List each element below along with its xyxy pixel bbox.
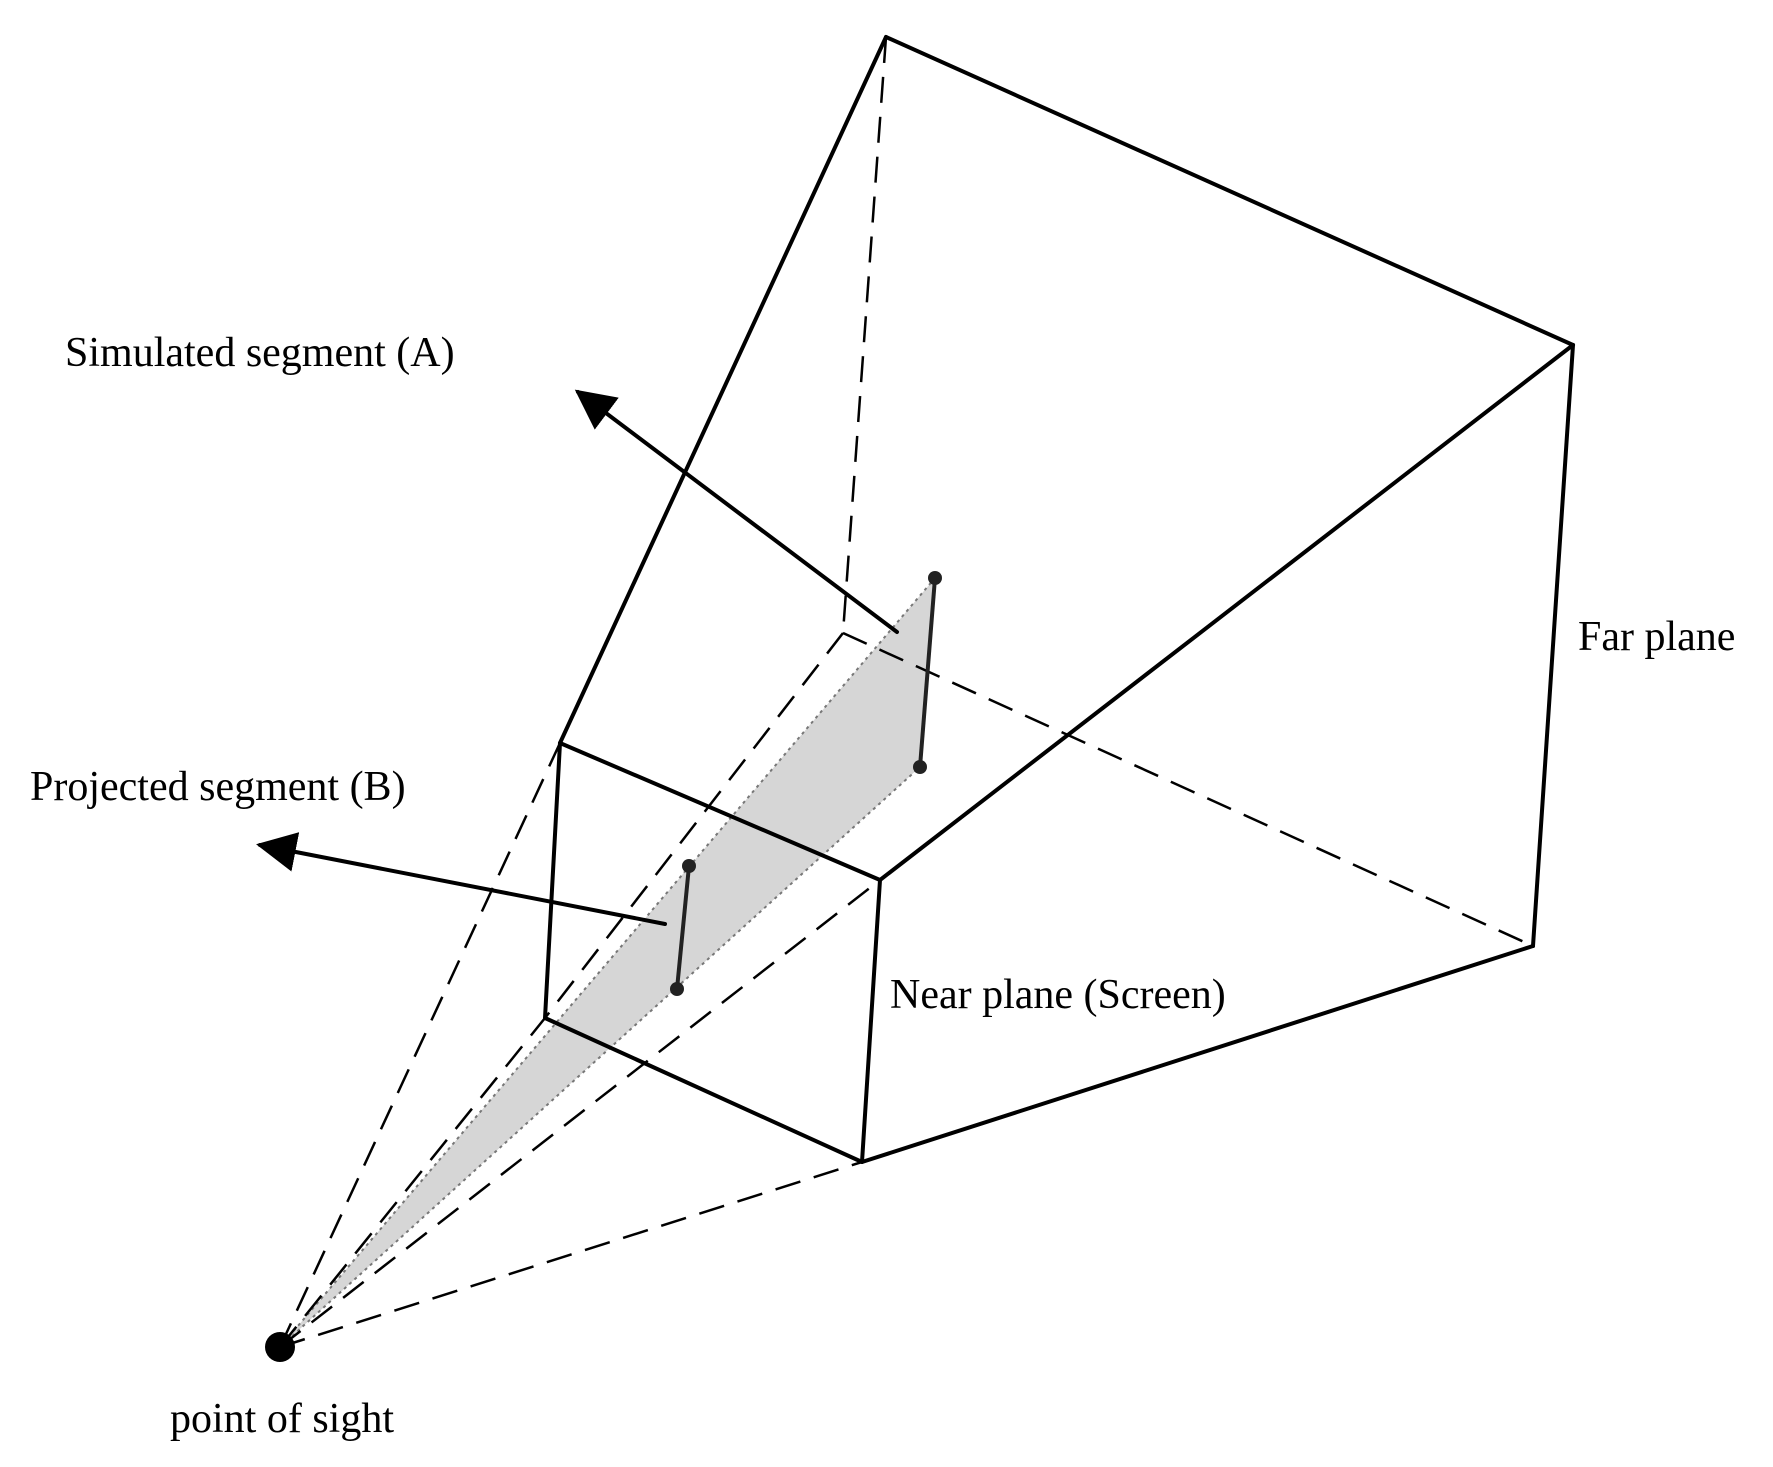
edge-diagonal <box>878 343 1575 882</box>
projection-plane-edge <box>279 575 937 1348</box>
far-plane-label: Far plane <box>1578 614 1735 660</box>
near-plane <box>543 741 882 1164</box>
frustum-edges <box>558 35 1575 1164</box>
sight-line-3 <box>279 879 881 1348</box>
edge-bottom-right <box>860 944 1535 1164</box>
simulated-segment <box>913 571 942 774</box>
point-of-sight-label: point of sight <box>170 1396 394 1442</box>
near-plane-label: Near plane (Screen) <box>890 972 1226 1018</box>
hidden-edge-inner <box>544 632 844 1019</box>
hidden-edges <box>544 36 1534 1019</box>
sight-line-4 <box>279 1160 863 1349</box>
edge-right <box>1531 343 1575 948</box>
point-of-sight-dot <box>265 1332 295 1362</box>
simulated-segment-label: Simulated segment (A) <box>65 330 455 376</box>
sight-lines <box>278 742 881 1349</box>
projected-segment-label: Projected segment (B) <box>30 764 406 810</box>
hidden-edge-bottom-back <box>842 631 1534 948</box>
edge-top-left <box>558 35 888 745</box>
simulated-arrow <box>574 389 899 634</box>
projected-segment <box>670 859 696 996</box>
projected-arrow <box>256 832 667 926</box>
sight-line-1 <box>278 742 562 1348</box>
sight-line-2 <box>279 1017 546 1348</box>
hidden-edge-top-back <box>841 36 888 634</box>
edge-top-right <box>884 35 1575 347</box>
